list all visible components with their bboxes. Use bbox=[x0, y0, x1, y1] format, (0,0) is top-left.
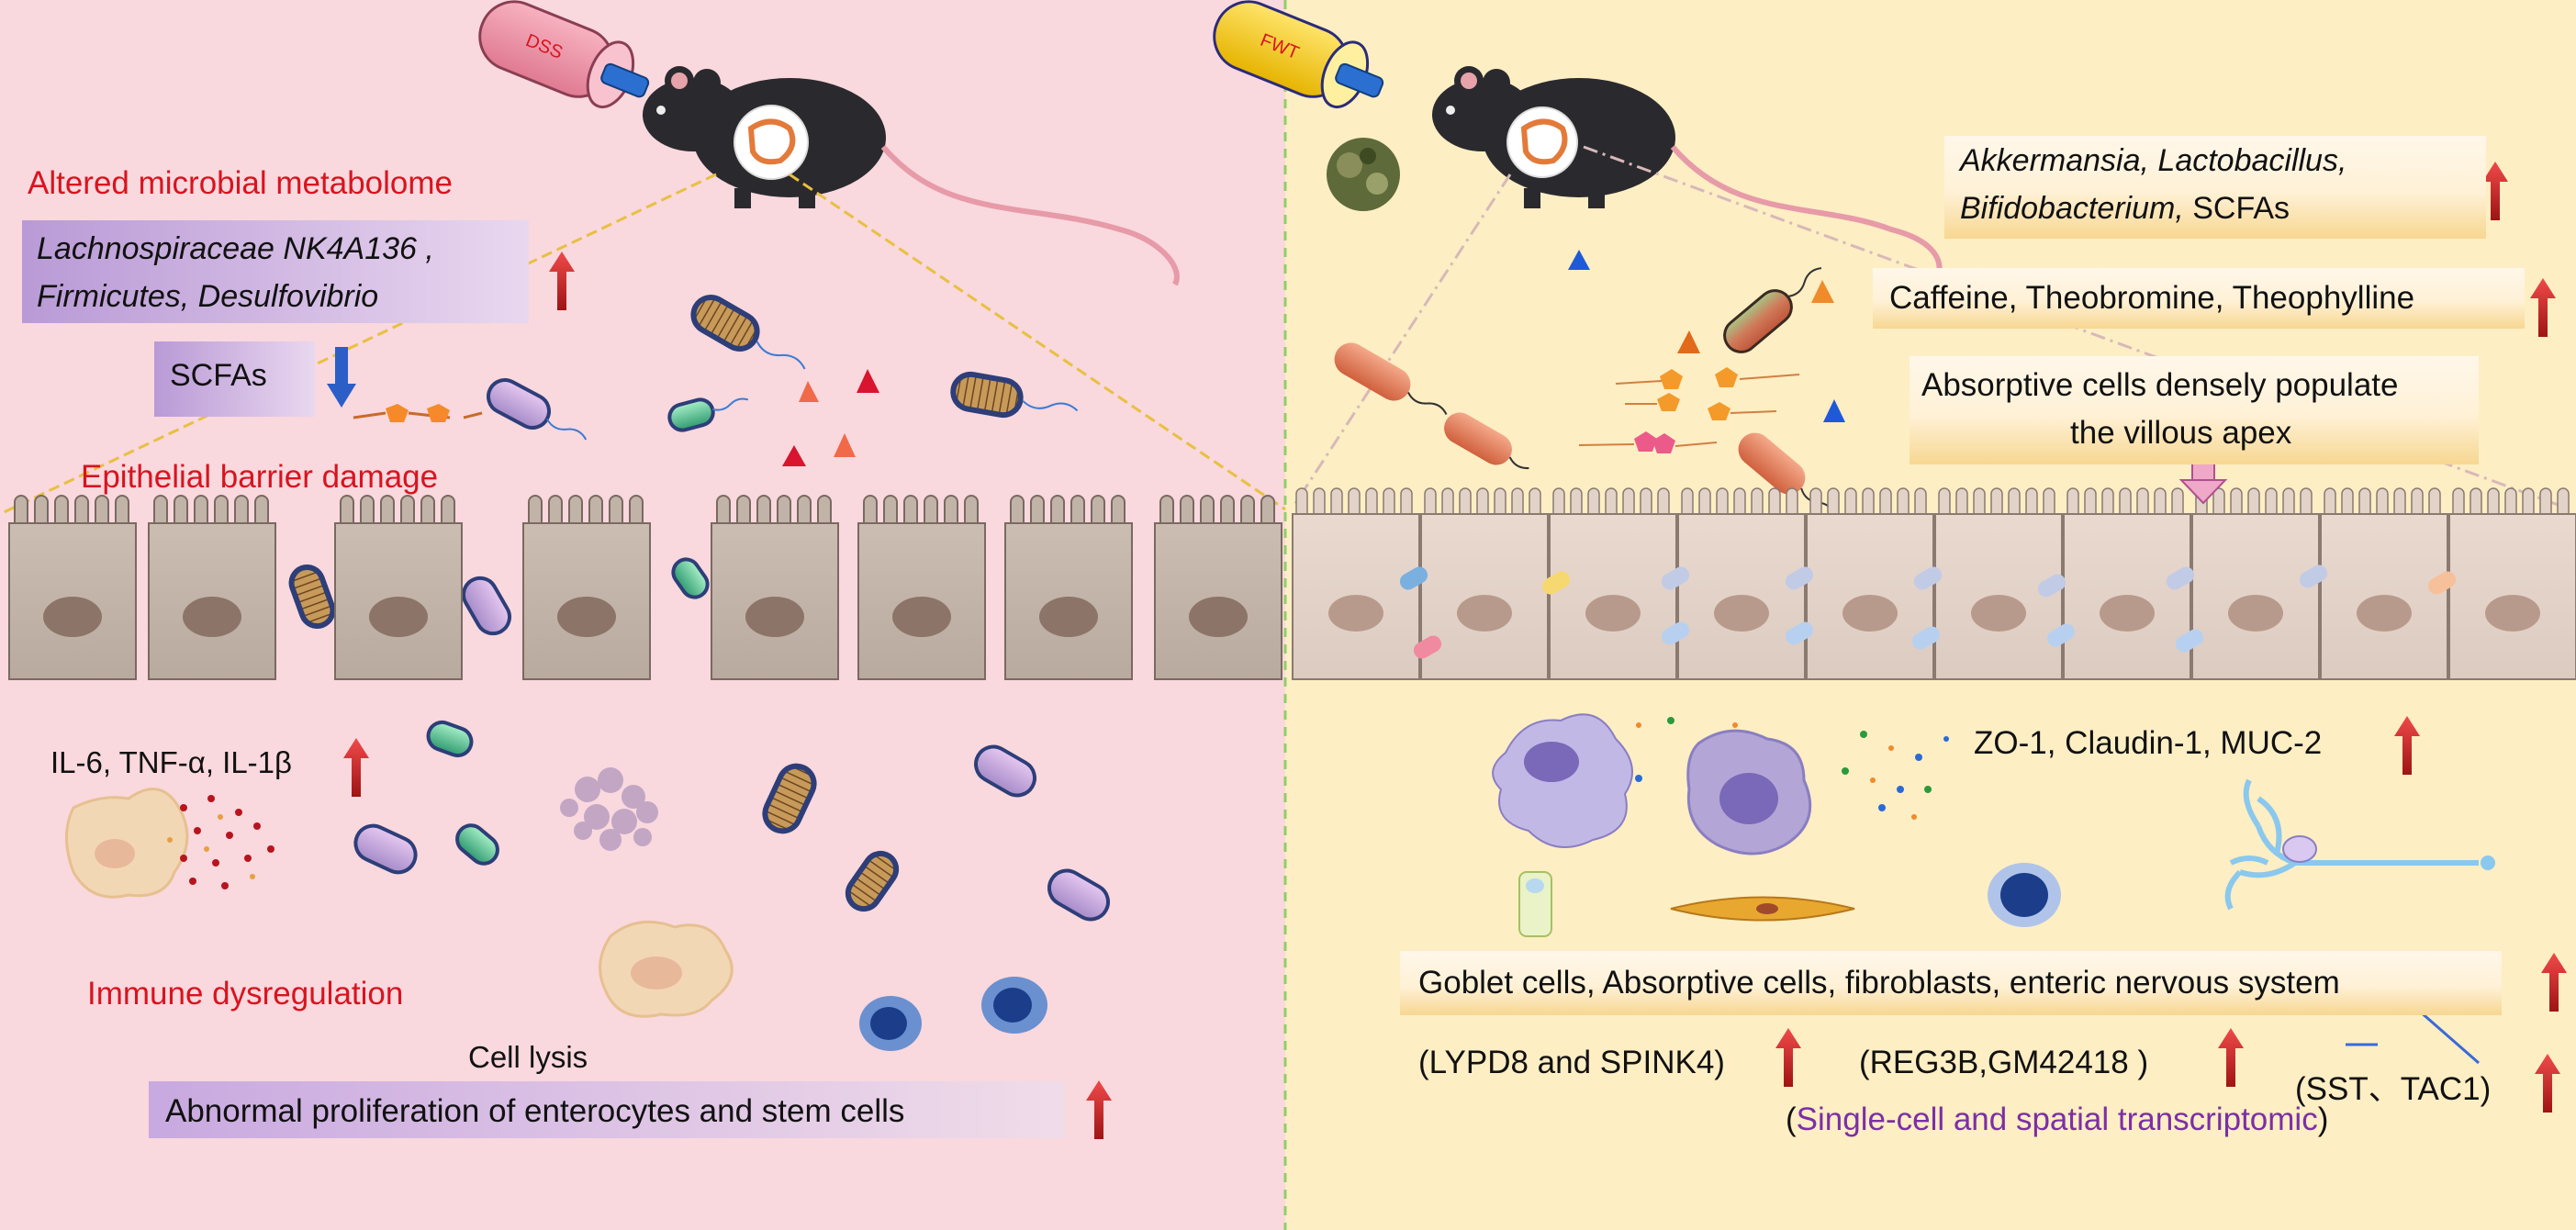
epithelial-cell bbox=[2448, 487, 2576, 680]
right-epithelial-layer bbox=[1292, 487, 2576, 680]
increase-arrow-icon bbox=[2218, 1028, 2244, 1087]
alkaloids-label: Caffeine, Theobromine, Theophylline bbox=[1889, 280, 2415, 316]
probiotics-line2: Bifidobacterium, SCFAs bbox=[1960, 191, 2290, 227]
probiotics-box bbox=[1944, 136, 2486, 239]
tight-junction-protein bbox=[2166, 566, 2195, 590]
epithelial-cell bbox=[148, 495, 276, 680]
epithelial-cell bbox=[2320, 487, 2448, 680]
epithelial-cell bbox=[2191, 487, 2320, 680]
epithelial-cell bbox=[711, 495, 839, 680]
epithelial-cell bbox=[334, 495, 463, 680]
increase-arrow-icon bbox=[2394, 716, 2420, 775]
tight-junction-protein bbox=[1661, 566, 1690, 590]
epithelial-cell bbox=[1934, 487, 2063, 680]
epithelial-cell bbox=[1806, 487, 1934, 680]
proliferation-label: Abnormal proliferation of enterocytes an… bbox=[165, 1093, 905, 1129]
increase-arrow-icon bbox=[2535, 1054, 2560, 1113]
epithelial-cell bbox=[2063, 487, 2191, 680]
epithelial-cell bbox=[1292, 487, 1420, 680]
paren-close: ) bbox=[2317, 1101, 2329, 1137]
increase-arrow-icon bbox=[2541, 953, 2567, 1012]
epithelial-cell bbox=[8, 495, 137, 680]
microbes-line1: Lachnospiraceae NK4A136 , bbox=[37, 231, 434, 266]
increase-arrow-icon bbox=[2530, 278, 2556, 337]
microbes-box bbox=[22, 220, 529, 323]
tight-junction-protein bbox=[1399, 566, 1428, 590]
transcriptomic-text: Single-cell and spatial transcriptomic bbox=[1796, 1101, 2318, 1137]
left-bacteria bbox=[288, 295, 1110, 922]
tight-junction-protein bbox=[1911, 626, 1941, 650]
cytokines-label: IL-6, TNF-α, IL-1β bbox=[50, 745, 293, 779]
tight-junction-protein bbox=[1785, 621, 1814, 645]
epithelial-barrier-damage-label: Epithelial barrier damage bbox=[81, 459, 439, 495]
epithelial-cell bbox=[857, 495, 986, 680]
increase-arrow-icon bbox=[1086, 1080, 1112, 1139]
probiotics-line2-rest: SCFAs bbox=[2192, 191, 2290, 226]
tight-junction-protein bbox=[2299, 565, 2328, 588]
reg3b-label: (REG3B,GM42418 ) bbox=[1859, 1045, 2149, 1080]
tight-junction-protein bbox=[1785, 566, 1814, 590]
increase-arrow-icon bbox=[1775, 1028, 1801, 1087]
microbes-line2: Firmicutes, Desulfovibrio bbox=[37, 279, 379, 314]
paren-open: ( bbox=[1786, 1101, 1797, 1137]
immune-dysregulation-label: Immune dysregulation bbox=[87, 976, 404, 1012]
probiotics-line2-italic: Bifidobacterium, bbox=[1960, 191, 2184, 226]
tight-junction-protein bbox=[2427, 571, 2457, 595]
proliferation-box bbox=[149, 1081, 1065, 1138]
tight-junction-protein bbox=[1413, 635, 1442, 659]
tight-junction-protein bbox=[1661, 621, 1690, 645]
epithelial-cell bbox=[1004, 495, 1133, 680]
increase-arrow-icon bbox=[549, 252, 575, 310]
epithelial-cell bbox=[1677, 487, 1806, 680]
increase-arrow-icon bbox=[2482, 162, 2508, 220]
epithelial-cell bbox=[1154, 495, 1282, 680]
cell-types-label: Goblet cells, Absorptive cells, fibrobla… bbox=[1418, 965, 2340, 1001]
epithelial-cell bbox=[1420, 487, 1549, 680]
tight-junction-protein bbox=[2175, 629, 2204, 653]
scfas-label: SCFAs bbox=[170, 358, 267, 393]
right-immune-cells bbox=[1492, 713, 2495, 937]
left-immune-cells bbox=[65, 767, 1047, 1051]
tight-junction-protein bbox=[2037, 574, 2066, 598]
epithelial-cell bbox=[522, 495, 651, 680]
increase-arrow-icon bbox=[343, 738, 369, 797]
absorptive-line1: Absorptive cells densely populate bbox=[1921, 367, 2399, 403]
sst-label: (SST、TAC1) bbox=[2295, 1071, 2492, 1107]
absorptive-box bbox=[1910, 356, 2479, 464]
scfas-box bbox=[154, 341, 315, 417]
epithelial-cell bbox=[1549, 487, 1677, 680]
tight-junction-label: ZO-1, Claudin-1, MUC-2 bbox=[1974, 725, 2323, 761]
right-bacteria bbox=[1334, 267, 1836, 518]
transcriptomic-label: (Single-cell and spatial transcriptomic) bbox=[1786, 1101, 2328, 1138]
cell-lysis-label: Cell lysis bbox=[468, 1040, 588, 1074]
tight-junction-protein bbox=[1541, 571, 1571, 595]
alkaloids-box bbox=[1873, 268, 2525, 329]
lypd8-label: (LYPD8 and SPINK4) bbox=[1418, 1045, 1725, 1080]
left-epithelial-layer bbox=[8, 495, 1282, 680]
altered-microbial-metabolome-title: Altered microbial metabolome bbox=[28, 165, 453, 201]
cell-types-box bbox=[1400, 951, 2502, 1015]
probiotics-line1: Akkermansia, Lactobacillus, bbox=[1960, 143, 2347, 178]
tight-junction-protein bbox=[2046, 623, 2076, 647]
tight-junction-protein bbox=[1913, 566, 1943, 590]
absorptive-line2: the villous apex bbox=[2070, 415, 2292, 451]
